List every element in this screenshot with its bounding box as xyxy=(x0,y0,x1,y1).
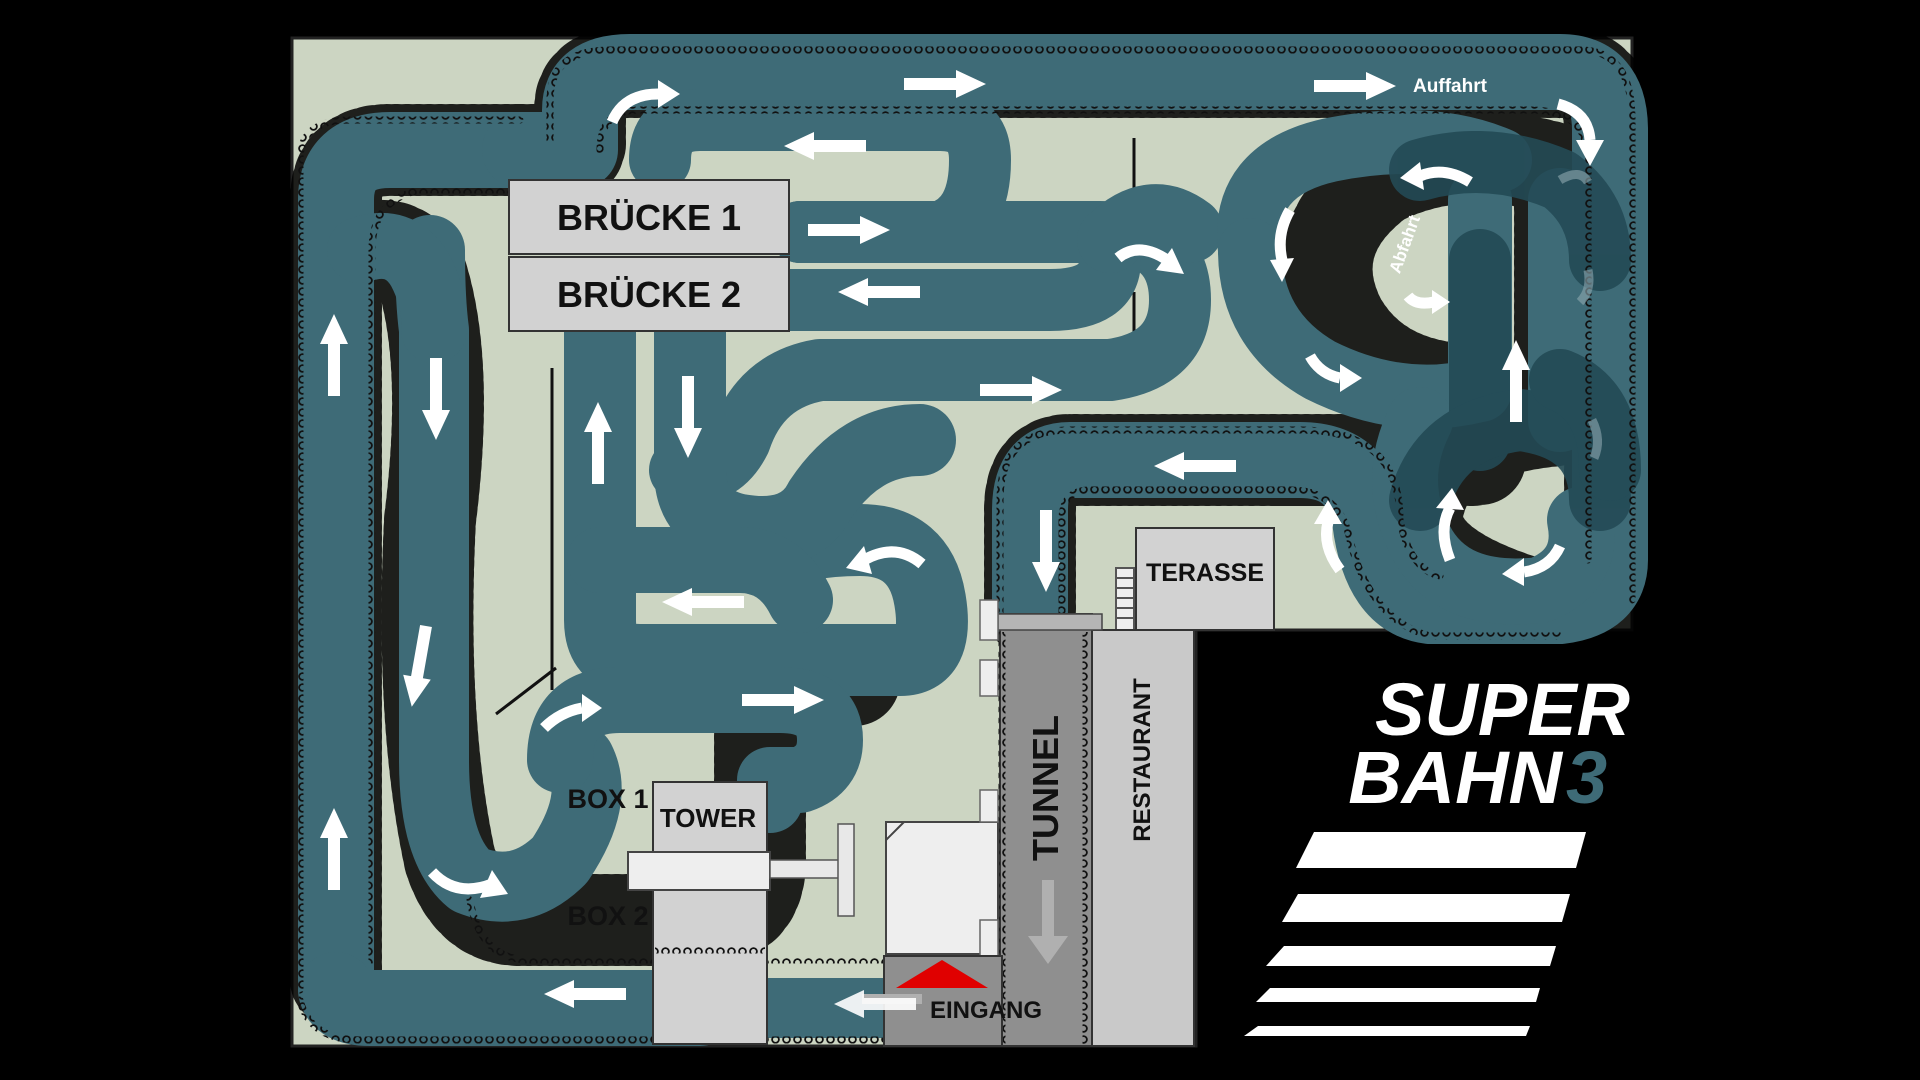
tunnel-label: TUNNEL xyxy=(1025,715,1066,861)
bridge-2: BRÜCKE 2 xyxy=(508,256,790,332)
arrow-down-icon xyxy=(422,358,450,440)
arrow-right-icon xyxy=(742,686,824,714)
arrow-down-icon xyxy=(1032,510,1060,592)
arrow-down-icon xyxy=(674,376,702,458)
arrow-up-icon xyxy=(320,314,348,396)
bridge-2-label: BRÜCKE 2 xyxy=(557,274,741,315)
arrow-up-icon xyxy=(1502,340,1530,422)
bridge-1-label: BRÜCKE 1 xyxy=(557,197,741,238)
arrow-left-icon xyxy=(544,980,626,1008)
tower: TOWER BOX 1 BOX 2 xyxy=(567,781,855,1045)
arrow-down-icon xyxy=(403,624,432,707)
faded-arrow-icons xyxy=(1557,170,1602,460)
brand-speed-stripes-icon xyxy=(1244,832,1586,1036)
brand-logo: SUPER BAHN 3 xyxy=(1244,668,1630,1036)
direction-arrows xyxy=(320,70,1604,1018)
pit-building xyxy=(885,599,999,957)
entrance-label: EINGANG xyxy=(930,997,1042,1024)
restaurant-label: RESTAURANT xyxy=(1129,678,1156,842)
terrace: TERASSE xyxy=(1115,527,1275,631)
curved-arrow-heads xyxy=(480,80,1604,898)
arrow-left-icon xyxy=(662,588,744,616)
brand-number: 3 xyxy=(1566,736,1607,819)
tower-label: TOWER xyxy=(660,803,757,833)
restaurant: RESTAURANT xyxy=(1089,629,1195,1047)
tire-dots xyxy=(296,46,1636,1044)
brand-line2: BAHN xyxy=(1348,736,1563,819)
arrow-up-icon xyxy=(584,402,612,484)
box-2-label: BOX 2 xyxy=(567,901,648,931)
box-1-label: BOX 1 xyxy=(567,784,648,814)
entrance-marker-icon xyxy=(896,960,988,988)
brand-line1: SUPER xyxy=(1375,668,1630,751)
arrow-left-icon xyxy=(1154,452,1236,480)
curved-arrow-icon xyxy=(427,88,1596,895)
bridge-1: BRÜCKE 1 xyxy=(508,179,790,255)
terrace-label: TERASSE xyxy=(1146,559,1264,587)
arrow-left-icon xyxy=(834,990,916,1018)
arrow-right-icon xyxy=(980,376,1062,404)
arrow-up-icon xyxy=(320,808,348,890)
terrace-stairs-icon xyxy=(1115,567,1135,631)
arrow-right-icon xyxy=(808,216,890,244)
track-surface xyxy=(298,34,1648,1046)
entrance: EINGANG xyxy=(862,955,1042,1047)
tunnel: TUNNEL xyxy=(997,613,1103,1047)
ramp-up-label: Auffahrt xyxy=(1413,76,1488,97)
arrow-right-icon xyxy=(904,70,986,98)
arrow-right-icon xyxy=(1314,72,1396,100)
tunnel-down-arrow-icon xyxy=(1028,880,1068,964)
arrow-left-icon xyxy=(838,278,920,306)
arrow-left-icon xyxy=(784,132,866,160)
